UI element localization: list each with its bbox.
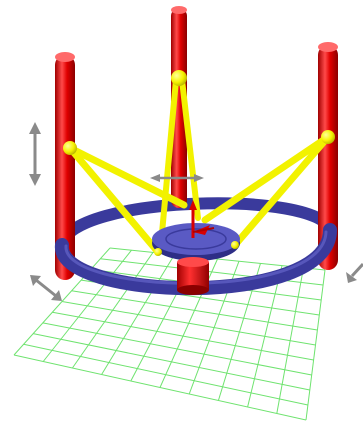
grid-col-line — [277, 268, 304, 414]
joint-platform-left — [154, 248, 162, 256]
joint-center-pillar — [171, 70, 187, 86]
double-arrow-vertical-icon[interactable] — [29, 122, 41, 186]
grid-col-line — [306, 270, 325, 420]
base-cylinder — [177, 257, 209, 295]
joint-platform-right — [231, 241, 239, 249]
double-arrow-diagonal-icon-right[interactable] — [346, 264, 363, 283]
double-arrow-diagonal-icon[interactable] — [30, 275, 62, 301]
end-effector-platform[interactable] — [152, 223, 240, 261]
joint-left-pillar — [63, 141, 77, 155]
joint-right-pillar — [321, 130, 335, 144]
